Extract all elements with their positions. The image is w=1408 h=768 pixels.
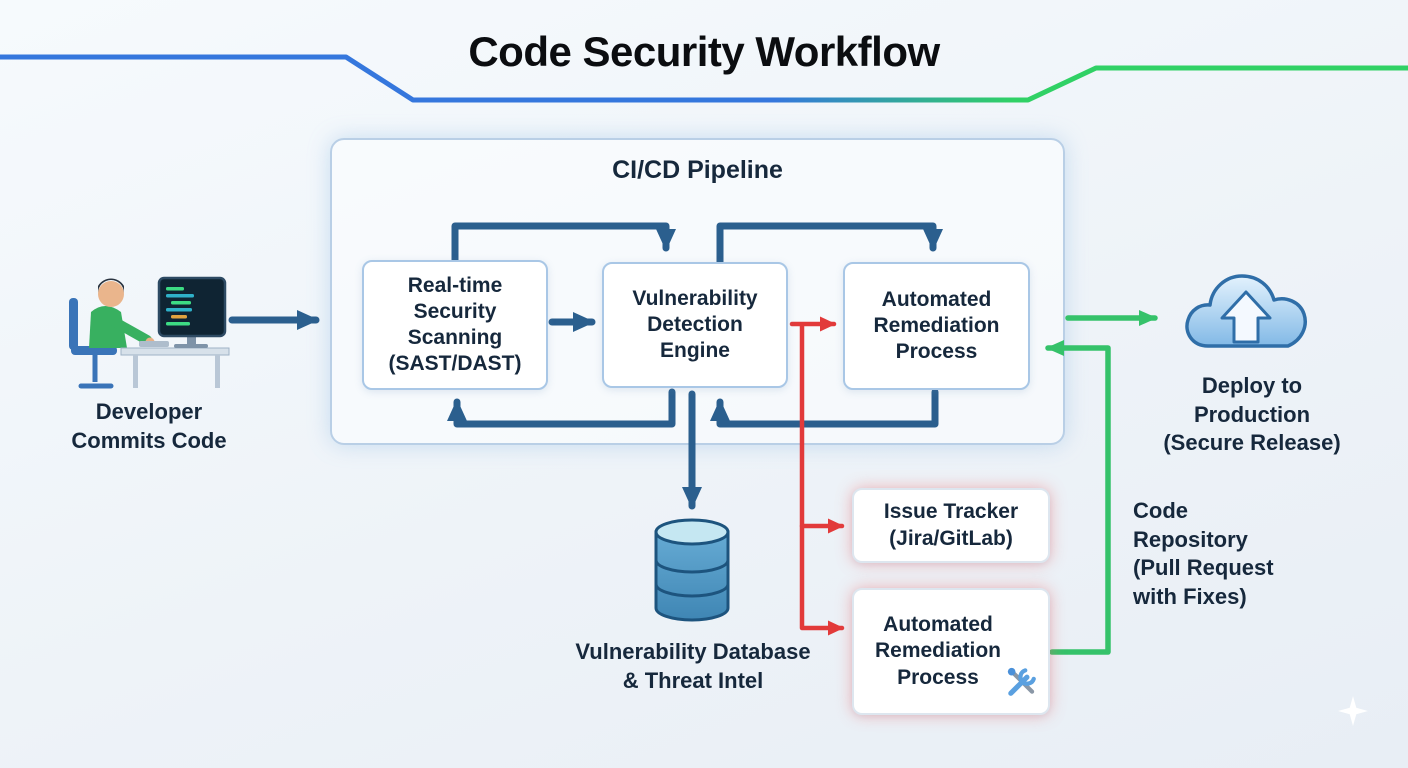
node-automated-remediation: Automated Remediation Process xyxy=(843,262,1030,390)
deploy-label: Deploy to Production (Secure Release) xyxy=(1163,373,1341,456)
cicd-pipeline-title: CI/CD Pipeline xyxy=(612,156,783,184)
arrow-scanning-to-detection-top xyxy=(451,222,676,266)
node-vulnerability-detection: Vulnerability Detection Engine xyxy=(602,262,788,388)
page-title: Code Security Workflow xyxy=(468,28,940,75)
arrow-pull-request-feedback xyxy=(1045,340,1111,655)
header-accent-line xyxy=(0,54,1408,103)
tools-icon xyxy=(1007,667,1036,696)
cloud-upload-icon xyxy=(1185,274,1307,348)
arrow-detection-to-bottom-remediation xyxy=(799,323,845,636)
developer-label: Developer Commits Code xyxy=(71,399,227,453)
arrow-detection-to-scanning-feedback xyxy=(447,388,676,428)
node-security-scanning: Real-time Security Scanning (SAST/DAST) xyxy=(362,260,548,390)
arrow-detection-to-remediation-top xyxy=(716,222,943,266)
node-issue-tracker: Issue Tracker (Jira/GitLab) xyxy=(852,488,1050,563)
code-repository-label: Code Repository (Pull Request with Fixes… xyxy=(1133,498,1274,609)
arrow-remediation-to-detection-feedback xyxy=(710,388,939,428)
database-label: Vulnerability Database & Threat Intel xyxy=(575,639,811,693)
node-automated-remediation-bottom-label: Automated Remediation Process xyxy=(874,613,1002,689)
developer-icon xyxy=(69,276,230,389)
database-icon xyxy=(654,518,730,622)
node-automated-remediation-bottom: Automated Remediation Process xyxy=(852,588,1050,715)
